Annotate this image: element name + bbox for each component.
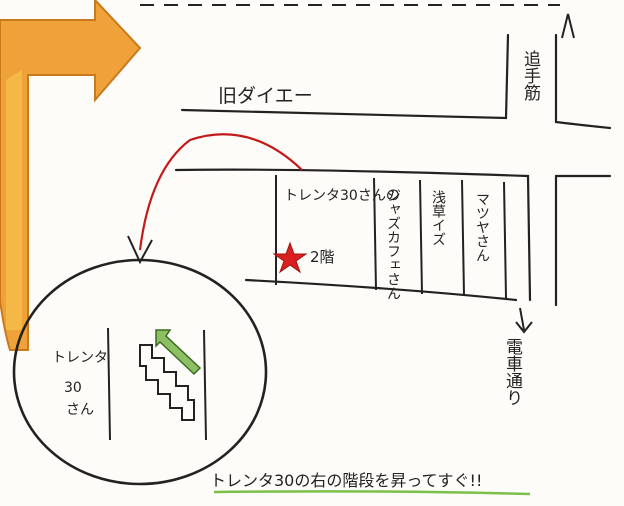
road-label-densha-dori: 電車通り [502, 338, 523, 406]
road-label-old-daiei: 旧ダイエー [218, 85, 313, 107]
road-label-otesuji: 追手筋 [520, 50, 541, 102]
caption: トレンタ30の右の階段を昇ってすぐ!! [210, 471, 482, 490]
inset-label-line3: さん [66, 402, 94, 418]
staircase-icon [139, 344, 195, 421]
target-shop-floor: 2階 [310, 248, 335, 266]
star-marker-icon [272, 241, 308, 274]
road-lines [174, 33, 612, 307]
arrow-down-icon [515, 307, 533, 334]
target-shop-name: トレンタ30さんの [284, 188, 400, 204]
red-pointer-arrow [127, 133, 303, 265]
arrow-up-icon [561, 13, 575, 39]
caption-underline [213, 490, 531, 496]
shop-label-matsuya: マツヤさん [474, 192, 490, 262]
shop-label-jazz-cafe: ジャズカフェさん [385, 188, 401, 300]
orange-arrow-icon [0, 0, 142, 351]
shop-label-asakusa: 浅草イズ [430, 190, 446, 246]
inset-label-line2: 30 [64, 380, 82, 396]
inset-detail: トレンタ 30 さん [12, 258, 268, 486]
shop-blocks [275, 175, 507, 299]
inset-label-line1: トレンタ [52, 350, 108, 366]
green-arrow-icon [155, 329, 202, 376]
